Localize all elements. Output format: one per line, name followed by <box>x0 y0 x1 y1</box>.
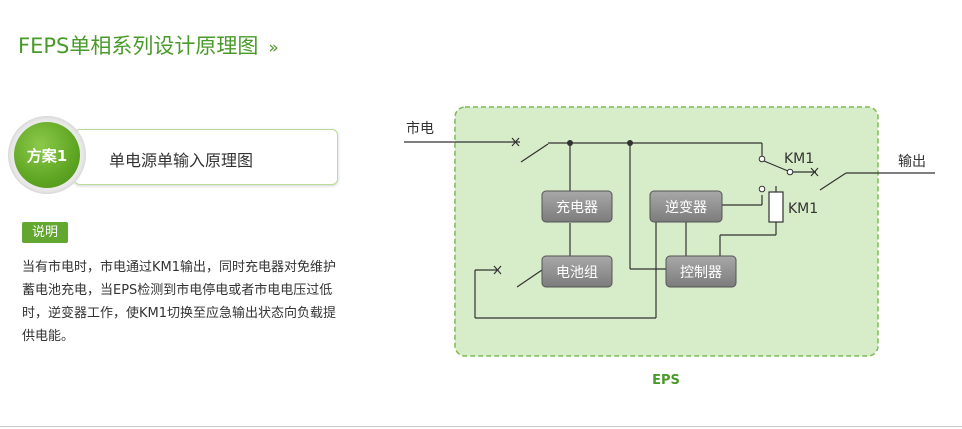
scheme-title: 单电源单输入原理图 <box>109 151 254 170</box>
chevron-right-icon: » <box>268 38 279 58</box>
output-label: 输出 <box>898 154 926 170</box>
km1-coil-label: KM1 <box>788 201 818 217</box>
block-inverter: 逆变器 <box>649 190 723 223</box>
junction-dot <box>567 140 573 146</box>
bottom-divider <box>0 426 962 427</box>
scheme-badge: 方案1 <box>14 122 80 188</box>
block-controller-label: 控制器 <box>680 265 722 281</box>
block-inverter-label: 逆变器 <box>665 200 707 216</box>
wiring <box>404 141 935 319</box>
block-charger-label: 充电器 <box>556 200 598 216</box>
block-battery: 电池组 <box>541 255 613 288</box>
contact-dot <box>786 168 794 176</box>
page-title-text: FEPS单相系列设计原理图 <box>18 34 259 58</box>
breaker-marks <box>493 137 819 275</box>
block-battery-label: 电池组 <box>556 265 598 281</box>
description-badge: 说明 <box>22 222 69 243</box>
scheme-card: 单电源单输入原理图 <box>74 129 338 185</box>
km1-coil <box>768 191 784 223</box>
block-charger: 充电器 <box>541 190 613 223</box>
junction-dot <box>627 140 633 146</box>
contact-dot <box>758 185 766 193</box>
block-controller: 控制器 <box>665 255 737 288</box>
description-text: 当有市电时，市电通过KM1输出，同时充电器对免维护蓄电池充电，当EPS检测到市电… <box>22 260 337 344</box>
page-title: FEPS单相系列设计原理图 » <box>18 30 279 60</box>
km1-switch-label: KM1 <box>784 151 814 167</box>
eps-caption: EPS <box>652 373 680 388</box>
contact-dot <box>758 155 766 163</box>
eps-box <box>454 106 879 357</box>
input-label: 市电 <box>406 120 434 137</box>
